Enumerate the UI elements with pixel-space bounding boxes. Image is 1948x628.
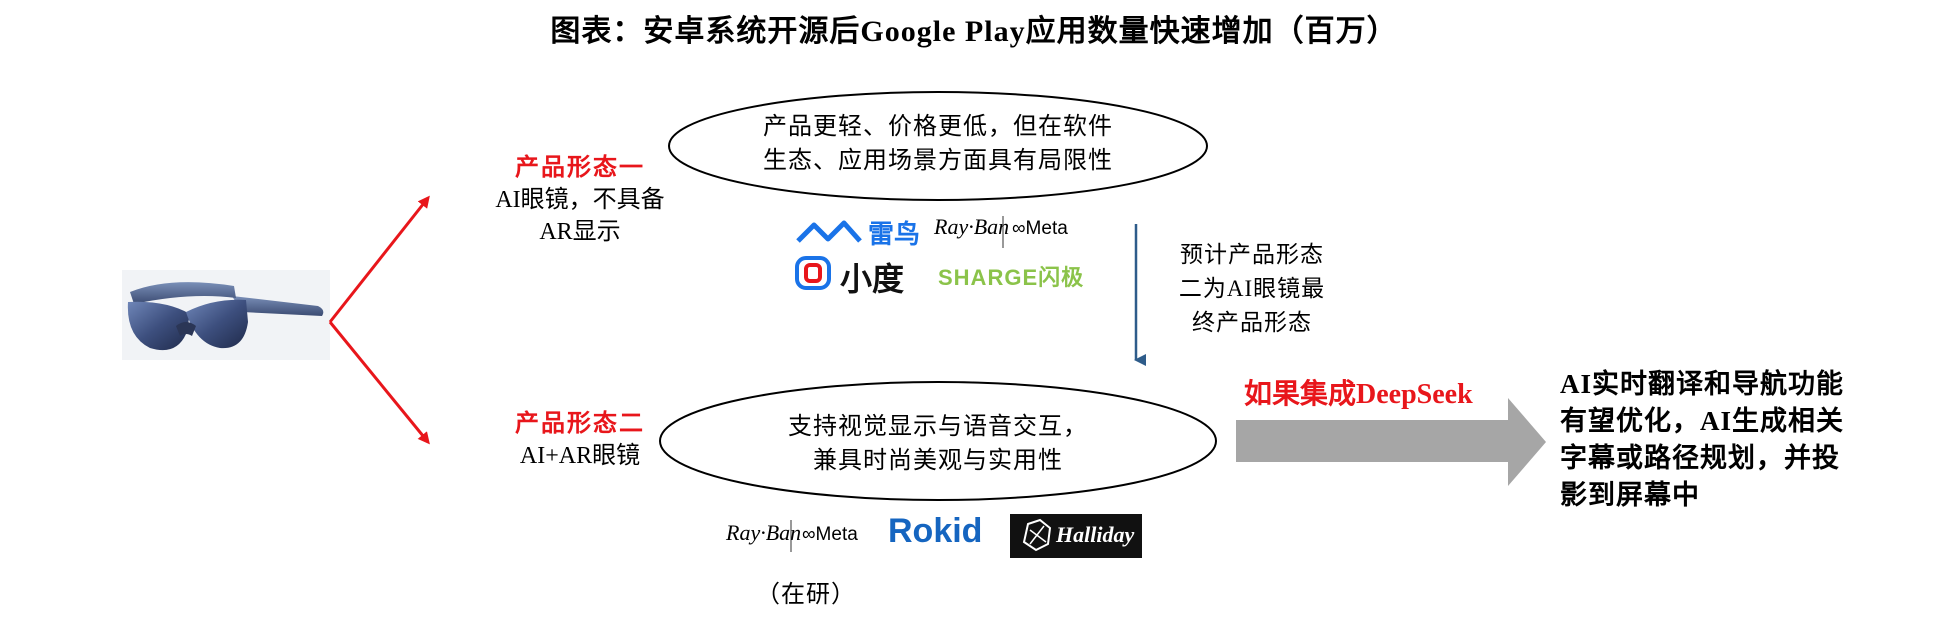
deepseek-arrow: [1236, 398, 1546, 486]
form1-ellipse-line2: 生态、应用场景方面具有局限性: [763, 148, 1113, 174]
halliday-brand: Halliday: [1056, 522, 1135, 547]
form1-desc-line2: AR显示: [539, 219, 621, 245]
in-research-label: （在研）: [756, 582, 856, 608]
form2-desc: AI+AR眼镜: [519, 443, 641, 469]
leiniao-logo: [796, 220, 862, 243]
xiaodu-brand: 小度: [840, 261, 905, 297]
note-line1: 预计产品形态: [1180, 242, 1324, 267]
note-line2: 二为AI眼镜最: [1178, 276, 1326, 301]
leiniao-brand: 雷鸟: [868, 219, 921, 249]
result-line2: 有望优化，AI生成相关: [1560, 406, 1845, 436]
form2-ellipse-line2: 兼具时尚美观与实用性: [813, 448, 1063, 474]
result-line4: 影到屏幕中: [1560, 480, 1700, 510]
form2-ellipse: [659, 381, 1217, 501]
result-text: AI实时翻译和导航功能 有望优化，AI生成相关 字幕或路径规划，并投 影到屏幕中: [1560, 366, 1900, 514]
form1-title: 产品形态一: [515, 155, 645, 181]
arrow-to-form2: [328, 321, 430, 445]
xiaodu-logo: [795, 256, 831, 290]
sharge-brand: SHARGE闪极: [938, 265, 1085, 290]
rayban-brand-1: Ray·Ban: [934, 214, 1010, 239]
result-line3: 字幕或路径规划，并投: [1560, 443, 1840, 473]
result-line1: AI实时翻译和导航功能: [1560, 369, 1845, 399]
deepseek-label: 如果集成DeepSeek: [1244, 379, 1473, 410]
form1-desc-line1: AI眼镜，不具备: [495, 187, 665, 213]
form1-ellipse-text: 产品更轻、价格更低，但在软件 生态、应用场景方面具有局限性: [688, 110, 1188, 178]
form2-ellipse-line1: 支持视觉显示与语音交互，: [788, 414, 1088, 440]
form2-title: 产品形态二: [515, 411, 645, 437]
rayban-brand-2: Ray·Ban: [726, 520, 802, 545]
form1-ellipse-line1: 产品更轻、价格更低，但在软件: [763, 114, 1113, 140]
meta-brand-2: ∞Meta: [802, 524, 858, 545]
page-title: 图表：安卓系统开源后Google Play应用数量快速增加（百万）: [550, 15, 1398, 48]
glasses-image: [122, 270, 330, 360]
rokid-brand: Rokid: [888, 512, 983, 550]
form1-ellipse: [668, 91, 1208, 201]
form1-label-block: 产品形态一 AI眼镜，不具备 AR显示: [470, 152, 690, 248]
forecast-note: 预计产品形态 二为AI眼镜最 终产品形态: [1152, 238, 1352, 340]
note-line3: 终产品形态: [1192, 310, 1312, 335]
arrow-to-form1: [328, 195, 430, 323]
form2-label-block: 产品形态二 AI+AR眼镜: [470, 408, 690, 472]
halliday-logo: [1010, 514, 1142, 558]
meta-brand-1: ∞Meta: [1012, 218, 1068, 239]
form2-ellipse-text: 支持视觉显示与语音交互， 兼具时尚美观与实用性: [688, 410, 1188, 478]
